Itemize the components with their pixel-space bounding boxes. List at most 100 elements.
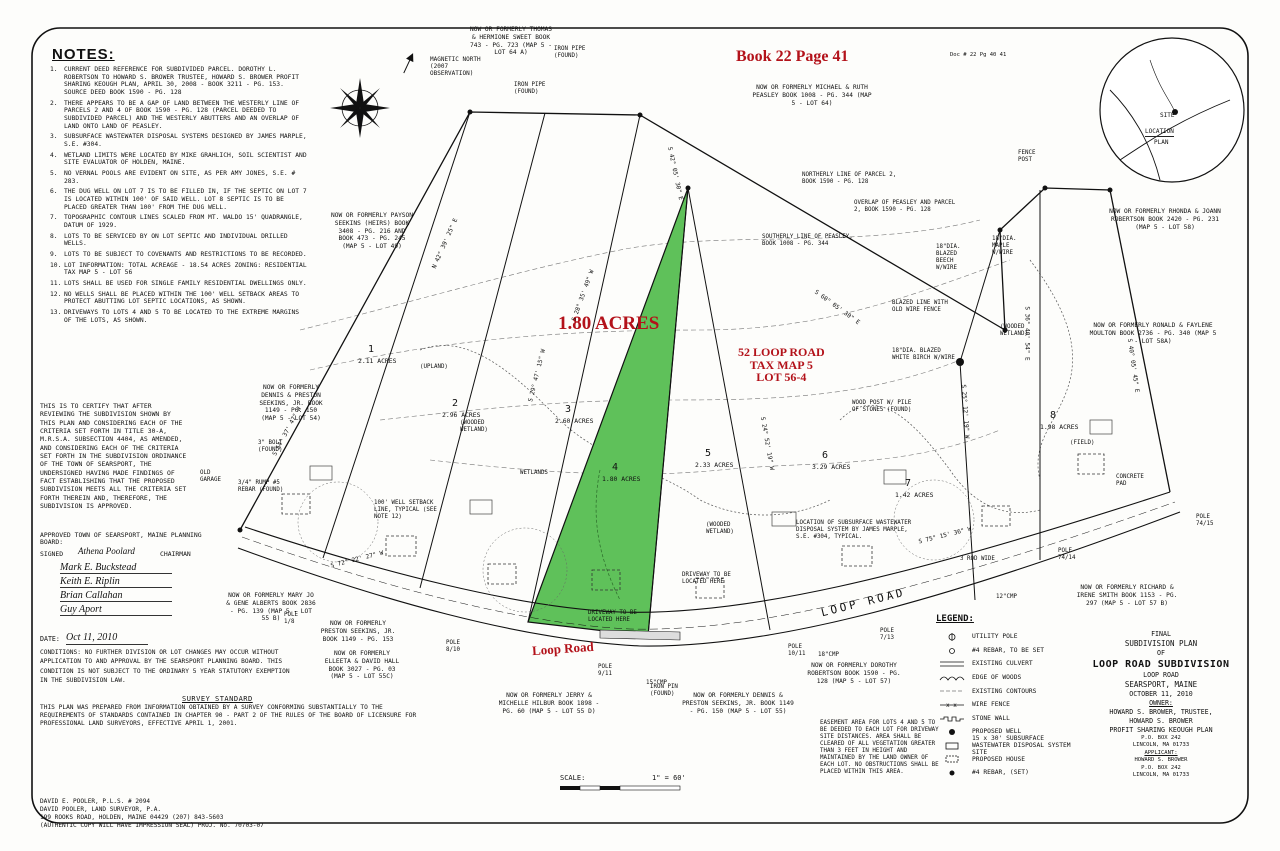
rebar-marker [1002,327,1008,333]
map-label-subsurface: LOCATION OF SUBSURFACE WASTEWATER DISPOS… [796,520,912,540]
lot-line: LOT 56-4 [756,370,807,385]
proposed-house [981,505,1011,527]
magnetic-north-arrow [403,53,414,74]
note-number: 11. [50,280,62,288]
lot-number: 1 [368,344,375,355]
note-item: 1.CURRENT DEED REFERENCE FOR SUBDIVIDED … [50,66,308,97]
lot-number: 2 [452,398,459,409]
legend-item: PROPOSED WELL [936,725,1076,739]
owner-label: OWNER: [1149,699,1173,708]
map-label-setback: 100' WELL SETBACK LINE, TYPICAL (SEE NOT… [374,500,437,520]
lot-line-1-2 [322,111,471,559]
map-label-old-garage: OLD GARAGE [200,470,221,483]
rebar-marker [237,527,243,533]
map-label-northerly-line: NORTHERLY LINE OF PARCEL 2, BOOK 1590 - … [802,172,897,185]
wetland-limit [419,345,831,516]
magnetic-north-label: MAGNETIC NORTH (2007 OBSERVATION) [430,56,481,78]
title-date: OCTOBER 11, 2010 [1129,690,1193,699]
map-label-maple: 18"DIA. MAPLE W/WIRE [992,236,1017,256]
title-plan: SUBDIVISION PLAN [1124,638,1198,648]
proposed-house [487,563,517,585]
contours-icon [938,687,966,695]
septic-site [309,465,333,481]
map-label-cmp-2: 18"CMP [818,652,839,658]
abutter-peasley: NOW OR FORMERLY MICHAEL & RUTH PEASLEY B… [752,84,872,107]
map-label-birch: 18"DIA. BLAZED WHITE BIRCH W/WIRE [892,348,955,361]
legend-title: LEGEND: [936,614,974,624]
map-label-wooded-wetland-3: (WOODED WETLAND) [1000,324,1028,337]
note-number: 5. [50,170,58,178]
map-label-southerly-line: SOUTHERLY LINE OF PEASLEY, BOOK 1008 - P… [762,234,853,247]
location-plan-subtitle: PLAN [1154,139,1169,146]
note-text: LOT INFORMATION: TOTAL ACREAGE - 18.54 A… [64,261,307,277]
location-plan-map [1099,37,1245,183]
title-road: LOOP ROAD [1143,671,1179,680]
lot-acreage: 2.11 ACRES [358,357,397,365]
conditions: CONDITIONS: NO FURTHER DIVISION OR LOT C… [40,648,370,685]
board-signature: Keith E. Riplin [60,576,172,588]
title-final: FINAL [1151,630,1171,638]
tax-map-line: TAX MAP 5 [749,357,813,372]
tax-map-lot-label: 52 LOOP ROAD TAX MAP 5 LOT 56-4 [738,346,825,384]
woods-icon [938,674,966,682]
note-text: WETLAND LIMITS WERE LOCATED BY MIKE GRAH… [64,151,307,167]
abutter-seekins-heirs: NOW OR FORMERLY PAYSON SEEKINS (HEIRS) B… [331,212,413,250]
septic-site [469,499,493,515]
sheet-border [31,27,1249,824]
legend-item: PROPOSED HOUSE [936,752,1076,766]
legend-label: UTILITY POLE [972,633,1018,641]
legend-label: PROPOSED WELL [972,728,1022,736]
board-signature: Mark E. Buckstead [60,562,172,574]
rebar-marker [1107,187,1113,193]
wetland-limit [1029,259,1073,481]
stone-wall-icon [938,715,966,723]
proposed-house [281,493,311,515]
legend-label: STONE WALL [972,714,1010,722]
well-setback-circle [893,479,975,561]
note-text: CURRENT DEED REFERENCE FOR SUBDIVIDED PA… [64,66,300,97]
lot-line-4-5 [647,187,689,637]
conditions-line: APPLICATION TO AND APPROVAL BY THE SEARS… [40,658,283,666]
notes-title: NOTES: [52,46,115,63]
legend-item: EDGE OF WOODS [936,671,1076,685]
survey-standard-text: THIS PLAN WAS PREPARED FROM INFORMATION … [40,704,417,728]
house-icon [938,755,966,763]
well-icon [938,728,966,736]
map-label-blazed-line: BLAZED LINE WITH OLD WIRE FENCE [892,300,948,313]
proposed-houses [281,453,1105,599]
lot-line-6-7b [959,361,976,601]
note-item: 3.SUBSURFACE WASTEWATER DISPOSAL SYSTEMS… [50,133,308,148]
note-text: LOTS SHALL BE USED FOR SINGLE FAMILY RES… [64,280,307,288]
map-label-pole-7: POLE 74/15 [1196,514,1214,527]
septic-site [771,511,797,527]
note-text: LOTS TO BE SUBJECT TO COVENANTS AND REST… [64,251,307,259]
note-number: 3. [50,133,58,141]
legend-item: EXISTING CONTOURS [936,684,1076,698]
boundary-north-west [239,111,1006,531]
note-number: 6. [50,188,58,196]
map-label-row-wide: 3 ROD WIDE [960,556,995,562]
lot-line-5-6 [687,187,771,631]
note-item: 7. TOPOGRAPHIC CONTOUR LINES SCALED FROM … [50,214,308,229]
note-number: 7. [50,214,58,222]
applicant-line: P.O. BOX 242 [1141,764,1181,771]
abutter-dennis-2: NOW OR FORMERLY DENNIS & PRESTON SEEKINS… [682,692,794,715]
location-plan-title: LOCATION [1145,128,1174,137]
chairman-signature: Athena Poolard [78,546,135,556]
note-text: LOTS TO BE SERVICED BY ON LOT SEPTIC AND… [64,232,288,248]
abutter-alberts: NOW OR FORMERLY MARY JO & GENE ALBERTS B… [226,592,316,623]
rebar-marker [1042,185,1048,191]
title-block: FINAL SUBDIVISION PLAN OF LOOP ROAD SUBD… [1066,630,1256,779]
signed-label: SIGNED [40,550,64,558]
scale-label: SCALE: [560,774,586,782]
title-town: SEARSPORT, MAINE [1124,680,1198,690]
map-label-rebar-found: 3/4" RUMP #5 REBAR (FOUND) [238,480,284,493]
easement-area [599,629,681,641]
note-text: TOPOGRAPHIC CONTOUR LINES SCALED FROM MT… [64,214,303,230]
lot-acreage: 1.98 ACRES [1040,423,1079,431]
lot-acreage: 3.29 ACRES [812,463,851,471]
chairman-label: CHAIRMAN [160,550,191,558]
legend-item: 15 x 30' SUBSURFACE WASTEWATER DISPOSAL … [936,735,1076,756]
lot-4-highlight [527,187,689,637]
note-number: 12. [50,290,62,298]
